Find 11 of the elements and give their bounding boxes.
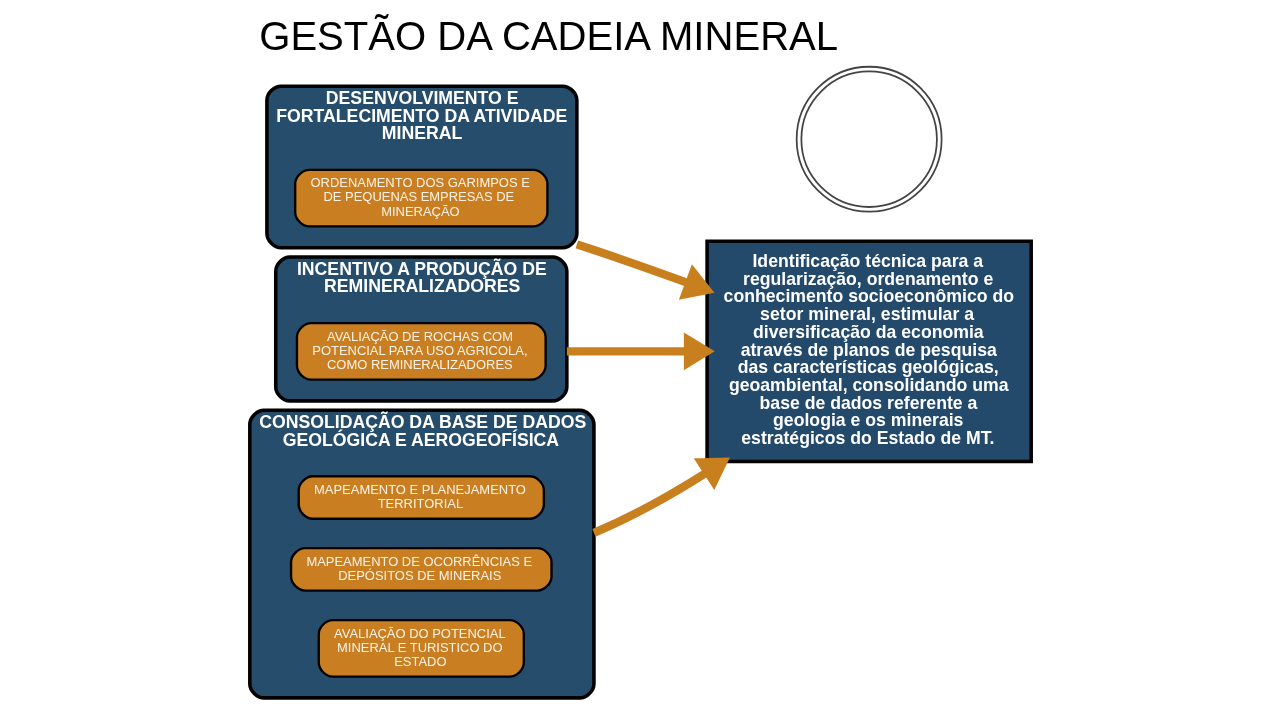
arrow bbox=[566, 331, 715, 370]
node-box: AVALIAÇÃO DE ROCHAS COM POTENCIAL PARA USO AGRICOLA, COMO REMINERALIZADORES bbox=[295, 321, 547, 381]
node-box: MAPEAMENTO E PLANEJAMENTO TERRITORIAL bbox=[297, 474, 545, 520]
diagram-title: GESTÃO DA CADEIA MINERAL bbox=[258, 13, 838, 58]
node-box: Identificação técnica para a regularização, ordenamento e conhecimento socioeconômico do setor mineral, estimular a diversificação da economia através de planos de pesquisa das características geológicas, geoambiental, consolidando uma base de dados referente a geologia e os minerais estratégicos do Estado de MT. bbox=[704, 238, 1033, 463]
node-box: MAPEAMENTO DE OCORRÊNCIAS E DEPÓSITOS DE MINERAIS bbox=[289, 546, 553, 592]
node-box: AVALIAÇÃO DO POTENCIAL MINERAL E TURISTICO DO ESTADO bbox=[317, 618, 525, 678]
arrow bbox=[591, 456, 730, 537]
arrow bbox=[575, 239, 714, 300]
node-circle bbox=[795, 65, 942, 213]
node-box: ORDENAMENTO DOS GARIMPOS E DE PEQUENAS EMPRESAS DE MINERAÇÃO bbox=[293, 168, 549, 228]
